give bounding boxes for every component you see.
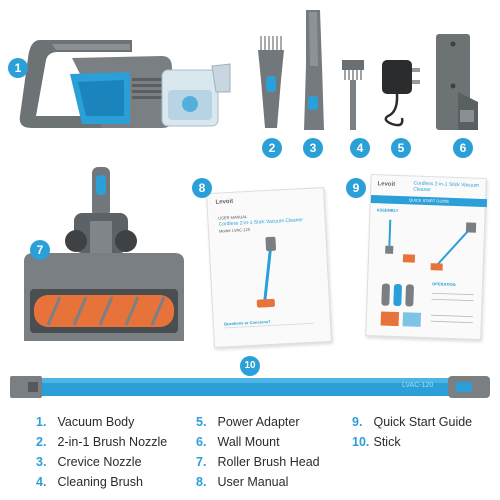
roller-brush-head-image (12, 165, 197, 345)
badge-7: 7 (30, 240, 50, 260)
badge-4: 4 (350, 138, 370, 158)
legend-column-2: 5. Power Adapter 6. Wall Mount 7. Roller… (196, 415, 320, 495)
badge-6: 6 (453, 138, 473, 158)
legend-item: 6. Wall Mount (196, 435, 280, 449)
legend-item: 5. Power Adapter (196, 415, 300, 429)
legend-item: 10. Stick (352, 435, 401, 449)
cleaning-brush-image (340, 58, 366, 134)
manual-brand: Levoit (215, 198, 234, 206)
legend-item: 1. Vacuum Body (36, 415, 135, 429)
guide-operation-illustration (380, 283, 474, 327)
legend-item: 2. 2-in-1 Brush Nozzle (36, 435, 168, 449)
stick-image: LVAC-120 (10, 372, 490, 402)
guide-assembly: ASSEMBLY (376, 207, 399, 214)
guide-brand: Levoit (377, 181, 396, 188)
guide-assembly-illustration (385, 219, 477, 271)
badge-5: 5 (391, 138, 411, 158)
legend-item: 8. User Manual (196, 475, 289, 489)
manual-model: Model: LVAC-120 (218, 226, 251, 234)
vacuum-body-image (12, 28, 234, 138)
badge-3: 3 (303, 138, 323, 158)
brush-nozzle-image (255, 32, 287, 132)
stick-model-label: LVAC-120 (402, 382, 434, 389)
user-manual-image: Levoit USER MANUAL Cordless 2-in-1 Stick… (206, 187, 332, 348)
parts-legend: 1. Vacuum Body 2. 2-in-1 Brush Nozzle 3.… (0, 415, 500, 500)
badge-9: 9 (346, 178, 366, 198)
legend-item: 7. Roller Brush Head (196, 455, 320, 469)
power-adapter-image (378, 54, 424, 130)
guide-band: QUICK START GUIDE (370, 195, 488, 208)
legend-item: 4. Cleaning Brush (36, 475, 143, 489)
quick-start-guide-image: Levoit Cordless 2-in-1 Stick Vacuum Clea… (365, 174, 488, 340)
manual-vacuum-illustration (256, 236, 277, 308)
badge-2: 2 (262, 138, 282, 158)
guide-title: Cordless 2-in-1 Stick Vacuum Cleaner (413, 180, 480, 194)
legend-column-3: 9. Quick Start Guide 10. Stick (352, 415, 472, 455)
badge-8: 8 (192, 178, 212, 198)
legend-item: 3. Crevice Nozzle (36, 455, 142, 469)
legend-column-1: 1. Vacuum Body 2. 2-in-1 Brush Nozzle 3.… (36, 415, 167, 495)
wall-mount-image (430, 30, 482, 134)
badge-1: 1 (8, 58, 28, 78)
badge-10: 10 (240, 356, 260, 376)
legend-item: 9. Quick Start Guide (352, 415, 473, 429)
crevice-nozzle-image (298, 6, 328, 134)
